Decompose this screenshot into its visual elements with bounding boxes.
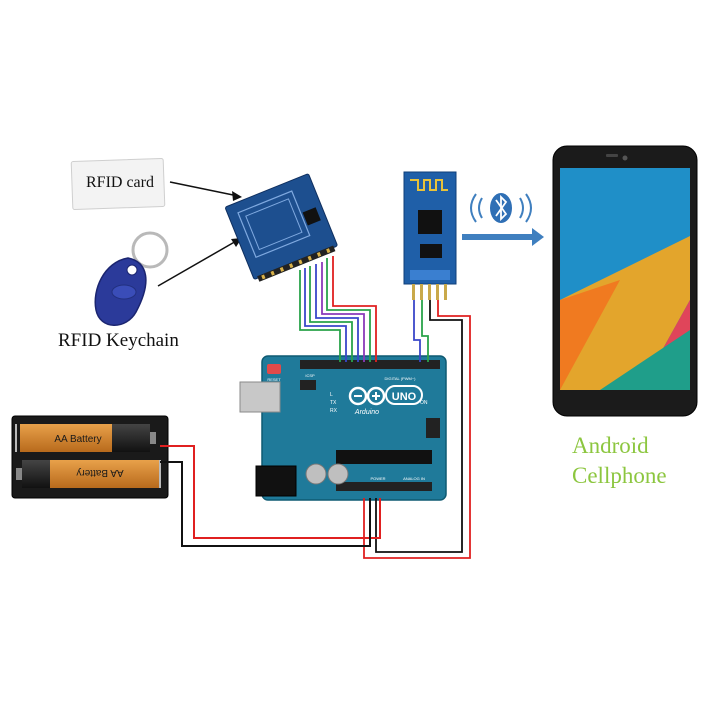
icsp-label: ICSP: [305, 373, 315, 378]
rfid-wires: [299, 256, 377, 362]
pointer-arrows: [157, 181, 242, 287]
rx-label: RX: [330, 408, 338, 414]
android-phone: [552, 145, 698, 417]
android-label-line2: Cellphone: [572, 463, 667, 488]
rfid-card-label: RFID card: [86, 174, 154, 191]
reset-button: [267, 364, 281, 374]
bluetooth-icon: [470, 193, 532, 223]
microcontroller-chip: [336, 450, 432, 464]
on-label: ON: [420, 400, 428, 406]
rfid-card: [70, 157, 166, 211]
bluetooth-wires: [363, 300, 471, 559]
power-label: POWER: [370, 476, 385, 481]
battery-bottom: [16, 460, 160, 488]
digital-label: DIGITAL (PWM~): [385, 376, 417, 381]
arduino-uno-board: UNO Arduino RESET DIGITAL (PWM~) POWER A…: [239, 355, 447, 501]
digital-header: [300, 360, 440, 369]
analog-label: ANALOG IN: [403, 476, 425, 481]
battery-bottom-label: AA Battery: [76, 467, 123, 478]
power-jack: [255, 465, 297, 497]
arduino-logo: [348, 385, 423, 406]
arrow-right-icon: [462, 228, 544, 246]
arduino-model: UNO: [392, 391, 417, 403]
phone-screen: [560, 168, 690, 390]
rfid-keychain-tag: [94, 231, 169, 326]
bluetooth-module: [403, 171, 457, 300]
rfid-reader-module: [225, 173, 338, 282]
android-cellphone-label: Android Cellphone: [572, 431, 667, 491]
icsp-header: [426, 418, 440, 438]
l-label: L: [330, 392, 333, 398]
arduino-brand: Arduino: [354, 409, 379, 416]
battery-top: [20, 424, 156, 452]
battery-top-label: AA Battery: [54, 434, 101, 445]
tx-label: TX: [330, 400, 337, 406]
power-analog-header: [336, 482, 432, 491]
android-label-line1: Android: [572, 433, 649, 458]
battery-wires: [160, 445, 381, 547]
rfid-keychain-label: RFID Keychain: [58, 330, 179, 351]
usb-connector: [239, 381, 281, 413]
battery-holder: [11, 415, 169, 499]
reset-label: RESET: [267, 377, 281, 382]
